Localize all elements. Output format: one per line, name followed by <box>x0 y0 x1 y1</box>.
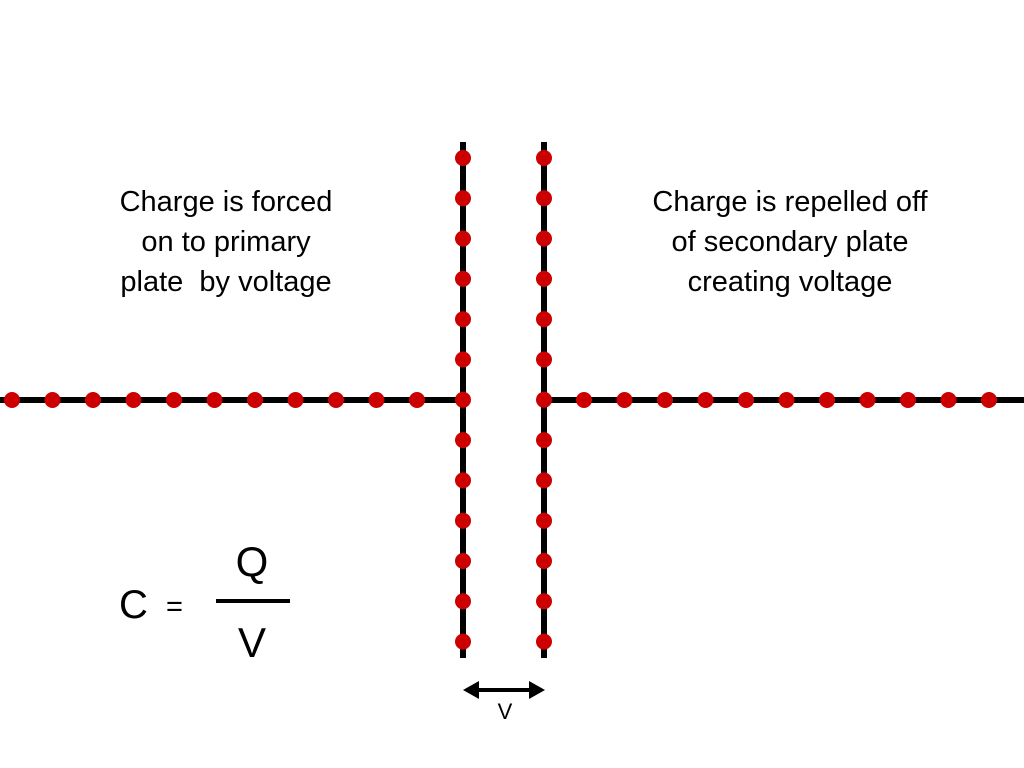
charge-dot <box>455 633 471 650</box>
secondary-plate-caption: Charge is repelled off of secondary plat… <box>652 186 928 298</box>
primary-plate-caption: Charge is forced on to primary plate by … <box>119 186 333 298</box>
charges <box>4 150 997 650</box>
charge-dot <box>576 392 592 408</box>
gap-voltage-label: V <box>497 699 513 724</box>
charge-dot <box>455 432 471 449</box>
charge-dot <box>536 391 552 408</box>
charge-dot <box>900 392 916 408</box>
charge-dot <box>981 392 997 408</box>
charge-dot <box>455 270 471 287</box>
formula-fraction-bar <box>216 599 290 603</box>
charge-dot <box>455 351 471 368</box>
charge-dot <box>536 230 552 247</box>
charge-dot <box>409 392 425 408</box>
charge-dot <box>778 392 795 408</box>
charge-dot <box>859 392 876 408</box>
charge-dot <box>616 392 633 408</box>
charge-dot <box>4 392 20 408</box>
charge-dot <box>125 392 142 408</box>
charge-dot <box>536 311 552 328</box>
charge-dot <box>455 391 471 408</box>
charge-dot <box>328 392 344 408</box>
charge-dot <box>85 392 101 408</box>
charge-dot <box>940 392 957 408</box>
formula-capacitance-symbol: C <box>119 583 148 627</box>
charge-dot <box>536 553 552 569</box>
charge-dot <box>819 392 835 408</box>
charge-dot <box>536 472 552 489</box>
charge-dot <box>455 150 471 166</box>
formula-numerator: Q <box>235 538 269 585</box>
charge-dot <box>455 553 471 569</box>
charge-dot <box>455 593 471 610</box>
charge-dot <box>536 633 552 650</box>
charge-dot <box>368 392 385 408</box>
charge-dot <box>455 230 471 247</box>
charge-dot <box>657 392 673 408</box>
charge-dot <box>247 392 263 408</box>
charge-dot <box>738 392 754 408</box>
charge-dot <box>697 392 714 408</box>
charge-dot <box>536 351 552 368</box>
charge-dot <box>536 432 552 449</box>
charge-dot <box>536 270 552 287</box>
charge-dot <box>455 472 471 489</box>
charge-dot <box>287 392 304 408</box>
charge-dot <box>455 512 471 529</box>
charge-dot <box>166 392 182 408</box>
charge-dot <box>536 593 552 610</box>
formula-equals-sign: = <box>166 591 183 623</box>
formula-denominator: V <box>237 619 266 666</box>
charge-dot <box>206 392 223 408</box>
charge-dot <box>455 311 471 328</box>
charge-dot <box>536 190 552 207</box>
charge-dot <box>536 150 552 166</box>
double-headed-arrow-icon <box>463 681 545 699</box>
charge-dot <box>455 190 471 207</box>
charge-dot <box>44 392 61 408</box>
charge-dot <box>536 512 552 529</box>
